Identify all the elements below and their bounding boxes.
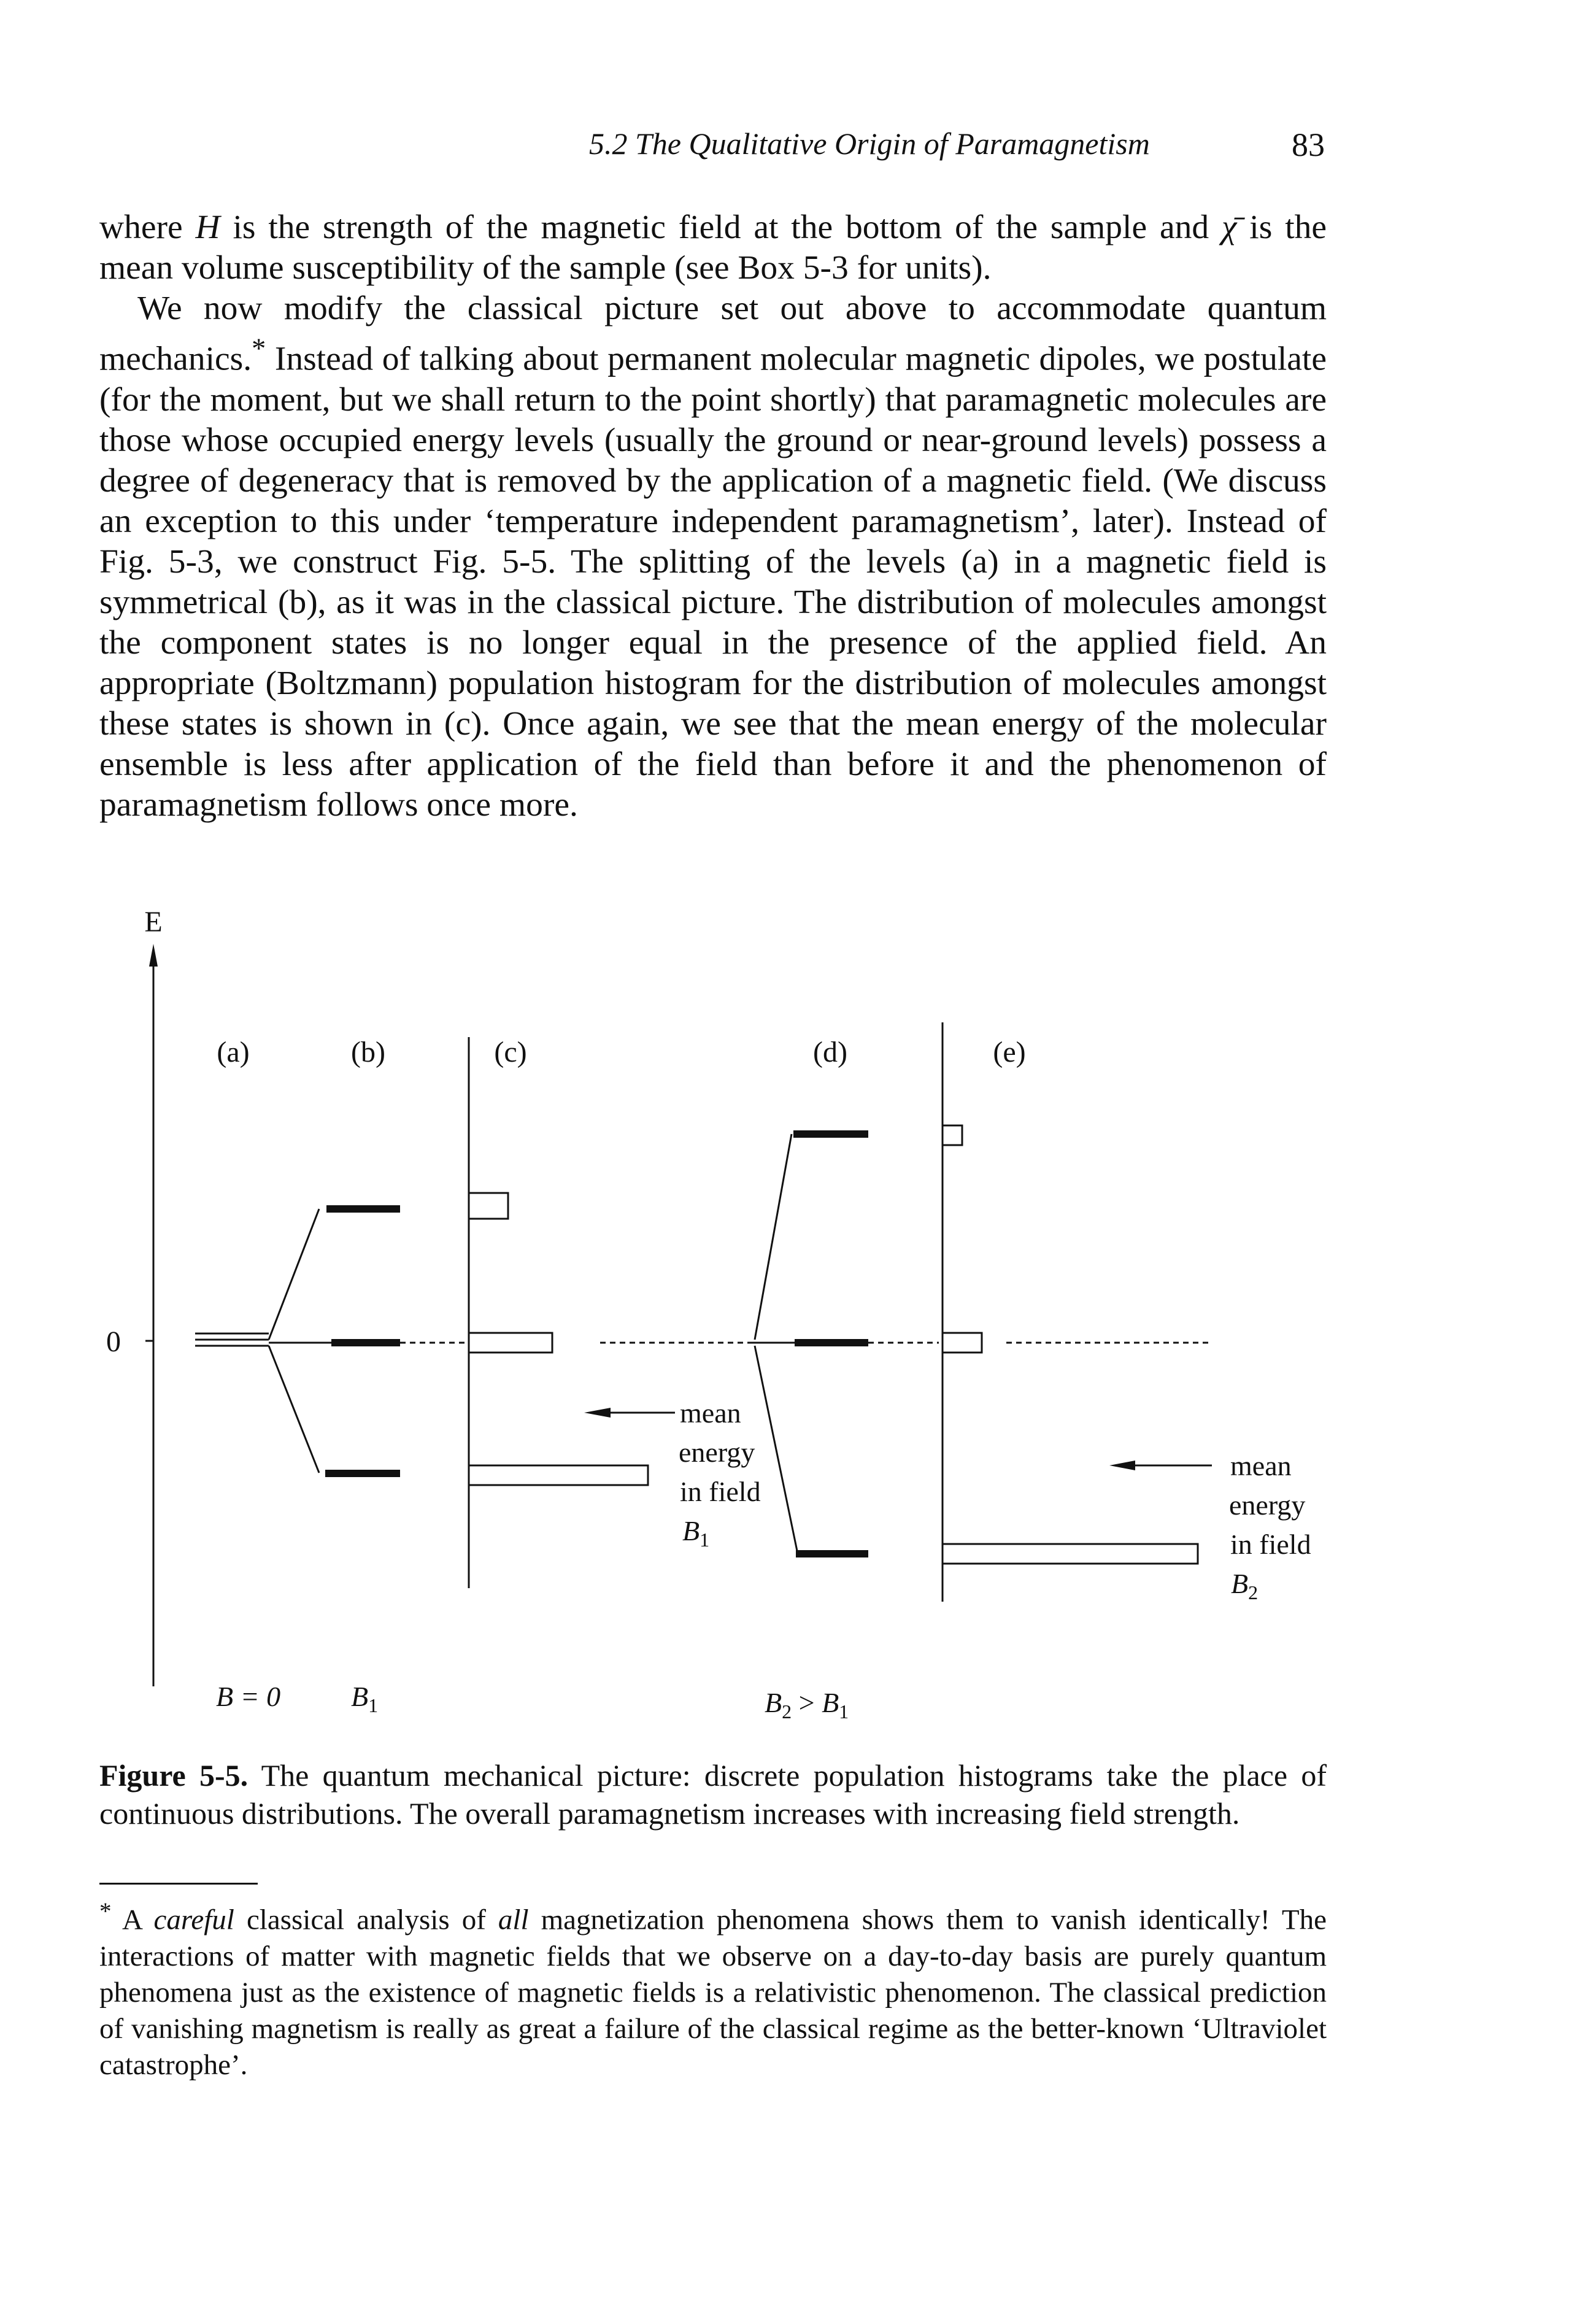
body-text: where H is the strength of the magnetic … [99,207,1327,825]
panel-label-b: (b) [351,1036,385,1068]
footnote-marker: * [252,333,266,365]
bottom-label-b0: B = 0 [216,1681,280,1712]
level-lower-b1 [325,1470,400,1477]
running-title: 5.2 The Qualitative Origin of Paramagnet… [589,126,1150,161]
caption-text: The quantum mechanical picture: discrete… [99,1758,1327,1831]
footnote: * A careful classical analysis of all ma… [99,1893,1327,2083]
level-lower-b2 [796,1550,868,1557]
bottom-label-b2-gt-b1: B2 > B1 [765,1687,849,1723]
panel-label-c: (c) [494,1036,526,1068]
footnote-text: * A careful classical analysis of all ma… [99,1898,1327,2081]
mean-energy-arrowhead-2 [1109,1461,1135,1470]
figure-5-5: E 0 (a) (b) (c) (d) (e) [0,908,1596,1767]
panel-label-e: (e) [993,1036,1025,1068]
population-bar-upper-c [468,1192,509,1220]
mean-field-label-1: B1 [682,1515,709,1551]
degenerate-levels [195,1332,331,1347]
mean-label-2-line3: in field [1230,1529,1311,1560]
mean-label-2-line1: mean [1230,1450,1292,1481]
mean-label-2-line2: energy [1229,1489,1305,1521]
splitting-lines-b2 [750,1133,799,1554]
energy-axis-label: E [144,908,162,938]
level-upper-b2 [793,1130,868,1138]
panel-label-d: (d) [813,1036,847,1068]
population-bar-middle-c [468,1332,553,1354]
mean-field-label-2: B2 [1231,1568,1258,1604]
histogram-e [941,1022,1199,1602]
splitting-lines-b1 [268,1208,320,1473]
mean-label-1-line2: energy [679,1437,755,1468]
population-bar-lower-e [941,1543,1199,1565]
population-bar-middle-e [941,1332,983,1354]
level-middle-b2 [795,1339,868,1346]
figure-caption: Figure 5-5. The quantum mechanical pictu… [99,1756,1327,1832]
page-number: 83 [1292,126,1325,163]
mean-energy-arrowhead-1 [584,1408,611,1418]
paragraph-1: where H is the strength of the magnetic … [99,209,1327,287]
caption-label: Figure 5-5. [99,1758,249,1793]
running-header: 5.2 The Qualitative Origin of Paramagnet… [0,126,1596,175]
level-upper-b1 [326,1205,400,1213]
mean-label-1-line3: in field [680,1476,761,1507]
mean-label-1-line1: mean [680,1397,741,1429]
bottom-label-b1: B1 [351,1681,378,1716]
paragraph-2: We now modify the classical picture set … [99,290,1327,824]
zero-label: 0 [106,1326,121,1358]
population-bar-upper-e [941,1124,963,1146]
level-middle-b1 [331,1339,400,1346]
energy-level-diagram: E 0 (a) (b) (c) (d) (e) [106,908,1311,1723]
footnote-rule [99,1883,258,1885]
symbol-chi: χ̄ [1222,209,1237,246]
footnote-star: * [99,1898,112,1924]
symbol-H: H [195,209,220,246]
population-bar-lower-c [468,1464,649,1486]
histogram-c [468,1037,649,1588]
split-levels-b2 [793,1130,868,1557]
energy-axis-arrowhead [149,944,158,967]
split-levels-b1 [325,1205,400,1477]
panel-label-a: (a) [217,1036,249,1068]
